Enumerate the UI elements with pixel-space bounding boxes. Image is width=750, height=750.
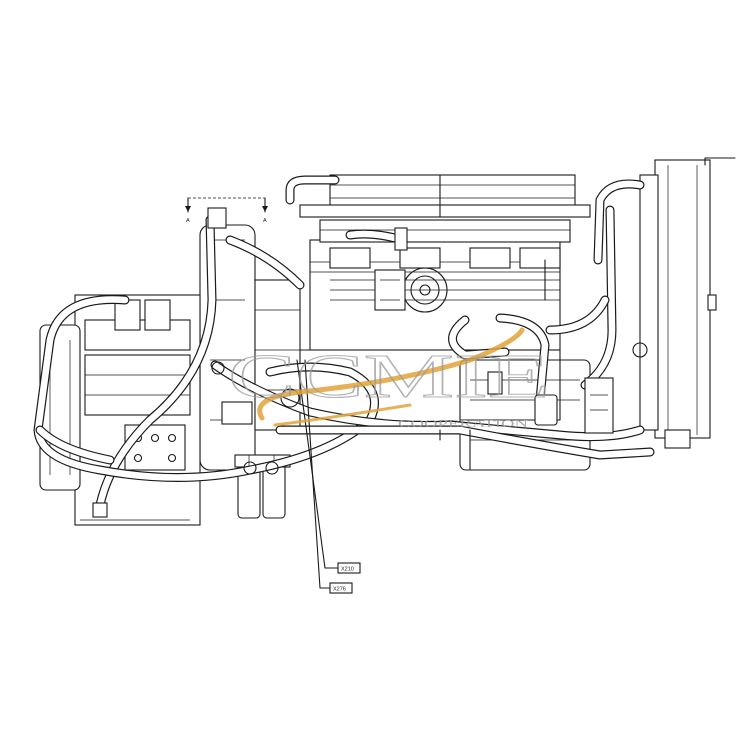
watermark-subtitle: COOPERATION xyxy=(398,418,528,430)
callout-x210: X210 xyxy=(341,567,354,573)
callout-box-x210 xyxy=(337,562,361,574)
watermark-brand: CCMIE xyxy=(228,343,550,411)
callout-x276: X276 xyxy=(333,587,346,593)
section-mark-right: A xyxy=(263,218,267,224)
coolant-hoses xyxy=(33,205,655,510)
turbocharger xyxy=(345,227,448,313)
radiator xyxy=(593,157,736,449)
section-marks: A A xyxy=(185,197,268,224)
misc-components xyxy=(92,207,648,518)
section-mark-left: A xyxy=(186,218,190,224)
callout-box-x276 xyxy=(329,582,353,594)
watermark: CCMIE COOPERATION xyxy=(227,327,551,430)
transmission xyxy=(39,294,201,526)
valve-cover xyxy=(285,174,591,218)
callouts: X210 X276 xyxy=(296,359,361,594)
